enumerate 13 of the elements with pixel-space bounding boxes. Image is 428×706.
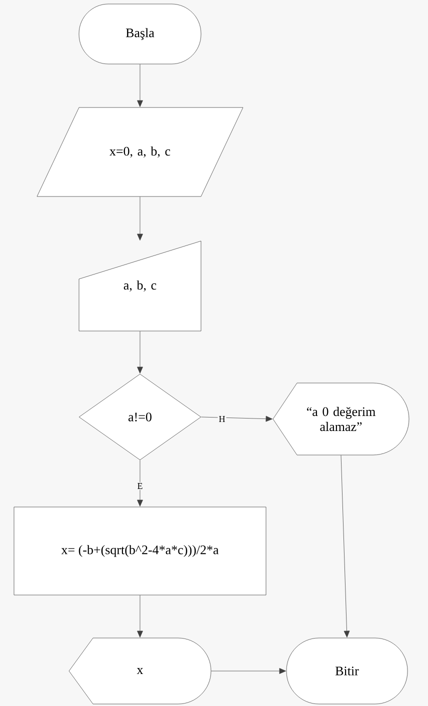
end-terminal: Bitir	[286, 638, 408, 704]
input-parallelogram: x=0, a, b, c	[36, 107, 244, 197]
process-box: x= (-b+(sqrt(b^2-4*a*c)))/2*a	[14, 506, 266, 596]
arrow	[137, 331, 143, 374]
arrow	[340, 455, 350, 638]
start-terminal: Başla	[78, 4, 202, 64]
arrow	[211, 668, 286, 674]
arrow	[137, 64, 143, 107]
arrow	[137, 460, 143, 506]
arrow	[201, 416, 272, 422]
arrow	[137, 196, 143, 240]
arrow	[137, 595, 143, 638]
manual-input-box: a, b, c	[78, 240, 202, 332]
